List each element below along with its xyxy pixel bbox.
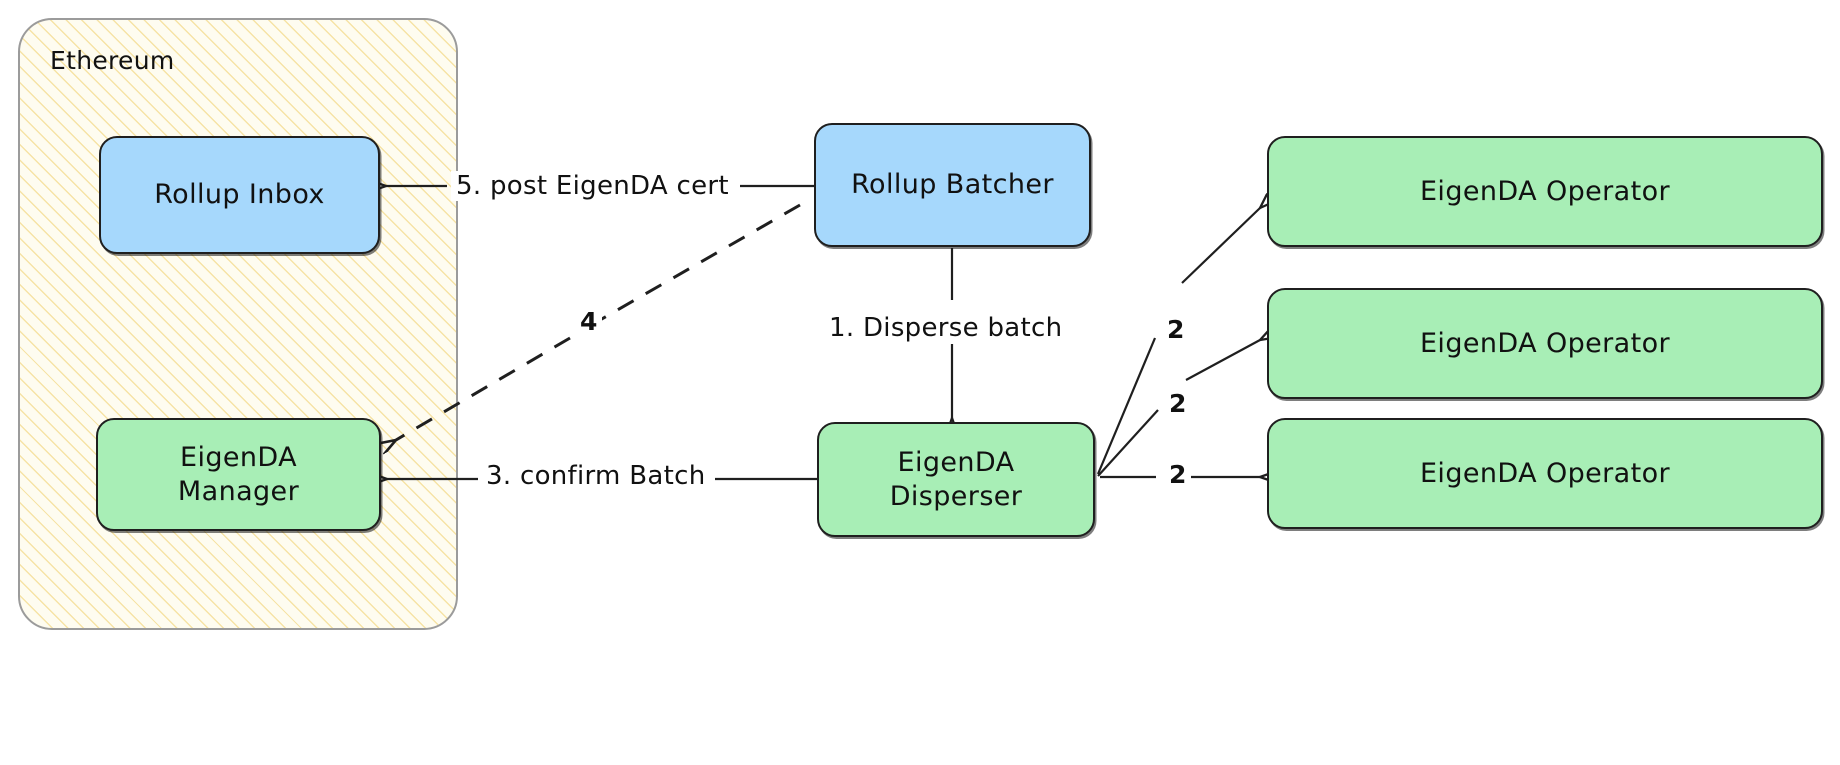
edge-label-post-eigenda-cert: 5. post EigenDA cert: [451, 171, 734, 201]
group-ethereum-label: Ethereum: [50, 46, 175, 75]
node-eigenda-operator-1[interactable]: EigenDA Operator: [1267, 136, 1823, 247]
node-eigenda-operator-3-label: EigenDA Operator: [1419, 457, 1671, 489]
edge-store-operator-2: [1097, 340, 1260, 477]
node-eigenda-operator-1-label: EigenDA Operator: [1419, 175, 1671, 207]
node-eigenda-operator-2[interactable]: EigenDA Operator: [1267, 288, 1823, 399]
edge-label-store-operator-3: 2: [1165, 460, 1191, 489]
node-eigenda-operator-2-label: EigenDA Operator: [1419, 327, 1671, 359]
node-rollup-inbox-label: Rollup Inbox: [154, 179, 325, 211]
edge-label-store-operator-1: 2: [1163, 315, 1189, 344]
node-rollup-inbox[interactable]: Rollup Inbox: [99, 136, 380, 254]
node-eigenda-operator-3[interactable]: EigenDA Operator: [1267, 418, 1823, 529]
node-rollup-batcher-label: Rollup Batcher: [851, 169, 1054, 201]
edge-label-disperse-batch: 1. Disperse batch: [824, 313, 1068, 343]
node-rollup-batcher[interactable]: Rollup Batcher: [814, 123, 1091, 247]
node-eigenda-manager[interactable]: EigenDA Manager: [96, 418, 381, 531]
node-eigenda-disperser-label: EigenDA Disperser: [889, 446, 1023, 512]
group-ethereum: [18, 18, 458, 630]
edge-label-store-operator-2: 2: [1165, 389, 1191, 418]
node-eigenda-disperser[interactable]: EigenDA Disperser: [817, 422, 1095, 537]
edge-cert-dashed: [396, 203, 801, 440]
edge-label-cert-dashed: 4: [576, 307, 602, 336]
edge-label-confirm-batch: 3. confirm Batch: [481, 461, 711, 491]
node-eigenda-manager-label: EigenDA Manager: [177, 441, 300, 507]
edge-store-operator-1: [1096, 208, 1260, 475]
